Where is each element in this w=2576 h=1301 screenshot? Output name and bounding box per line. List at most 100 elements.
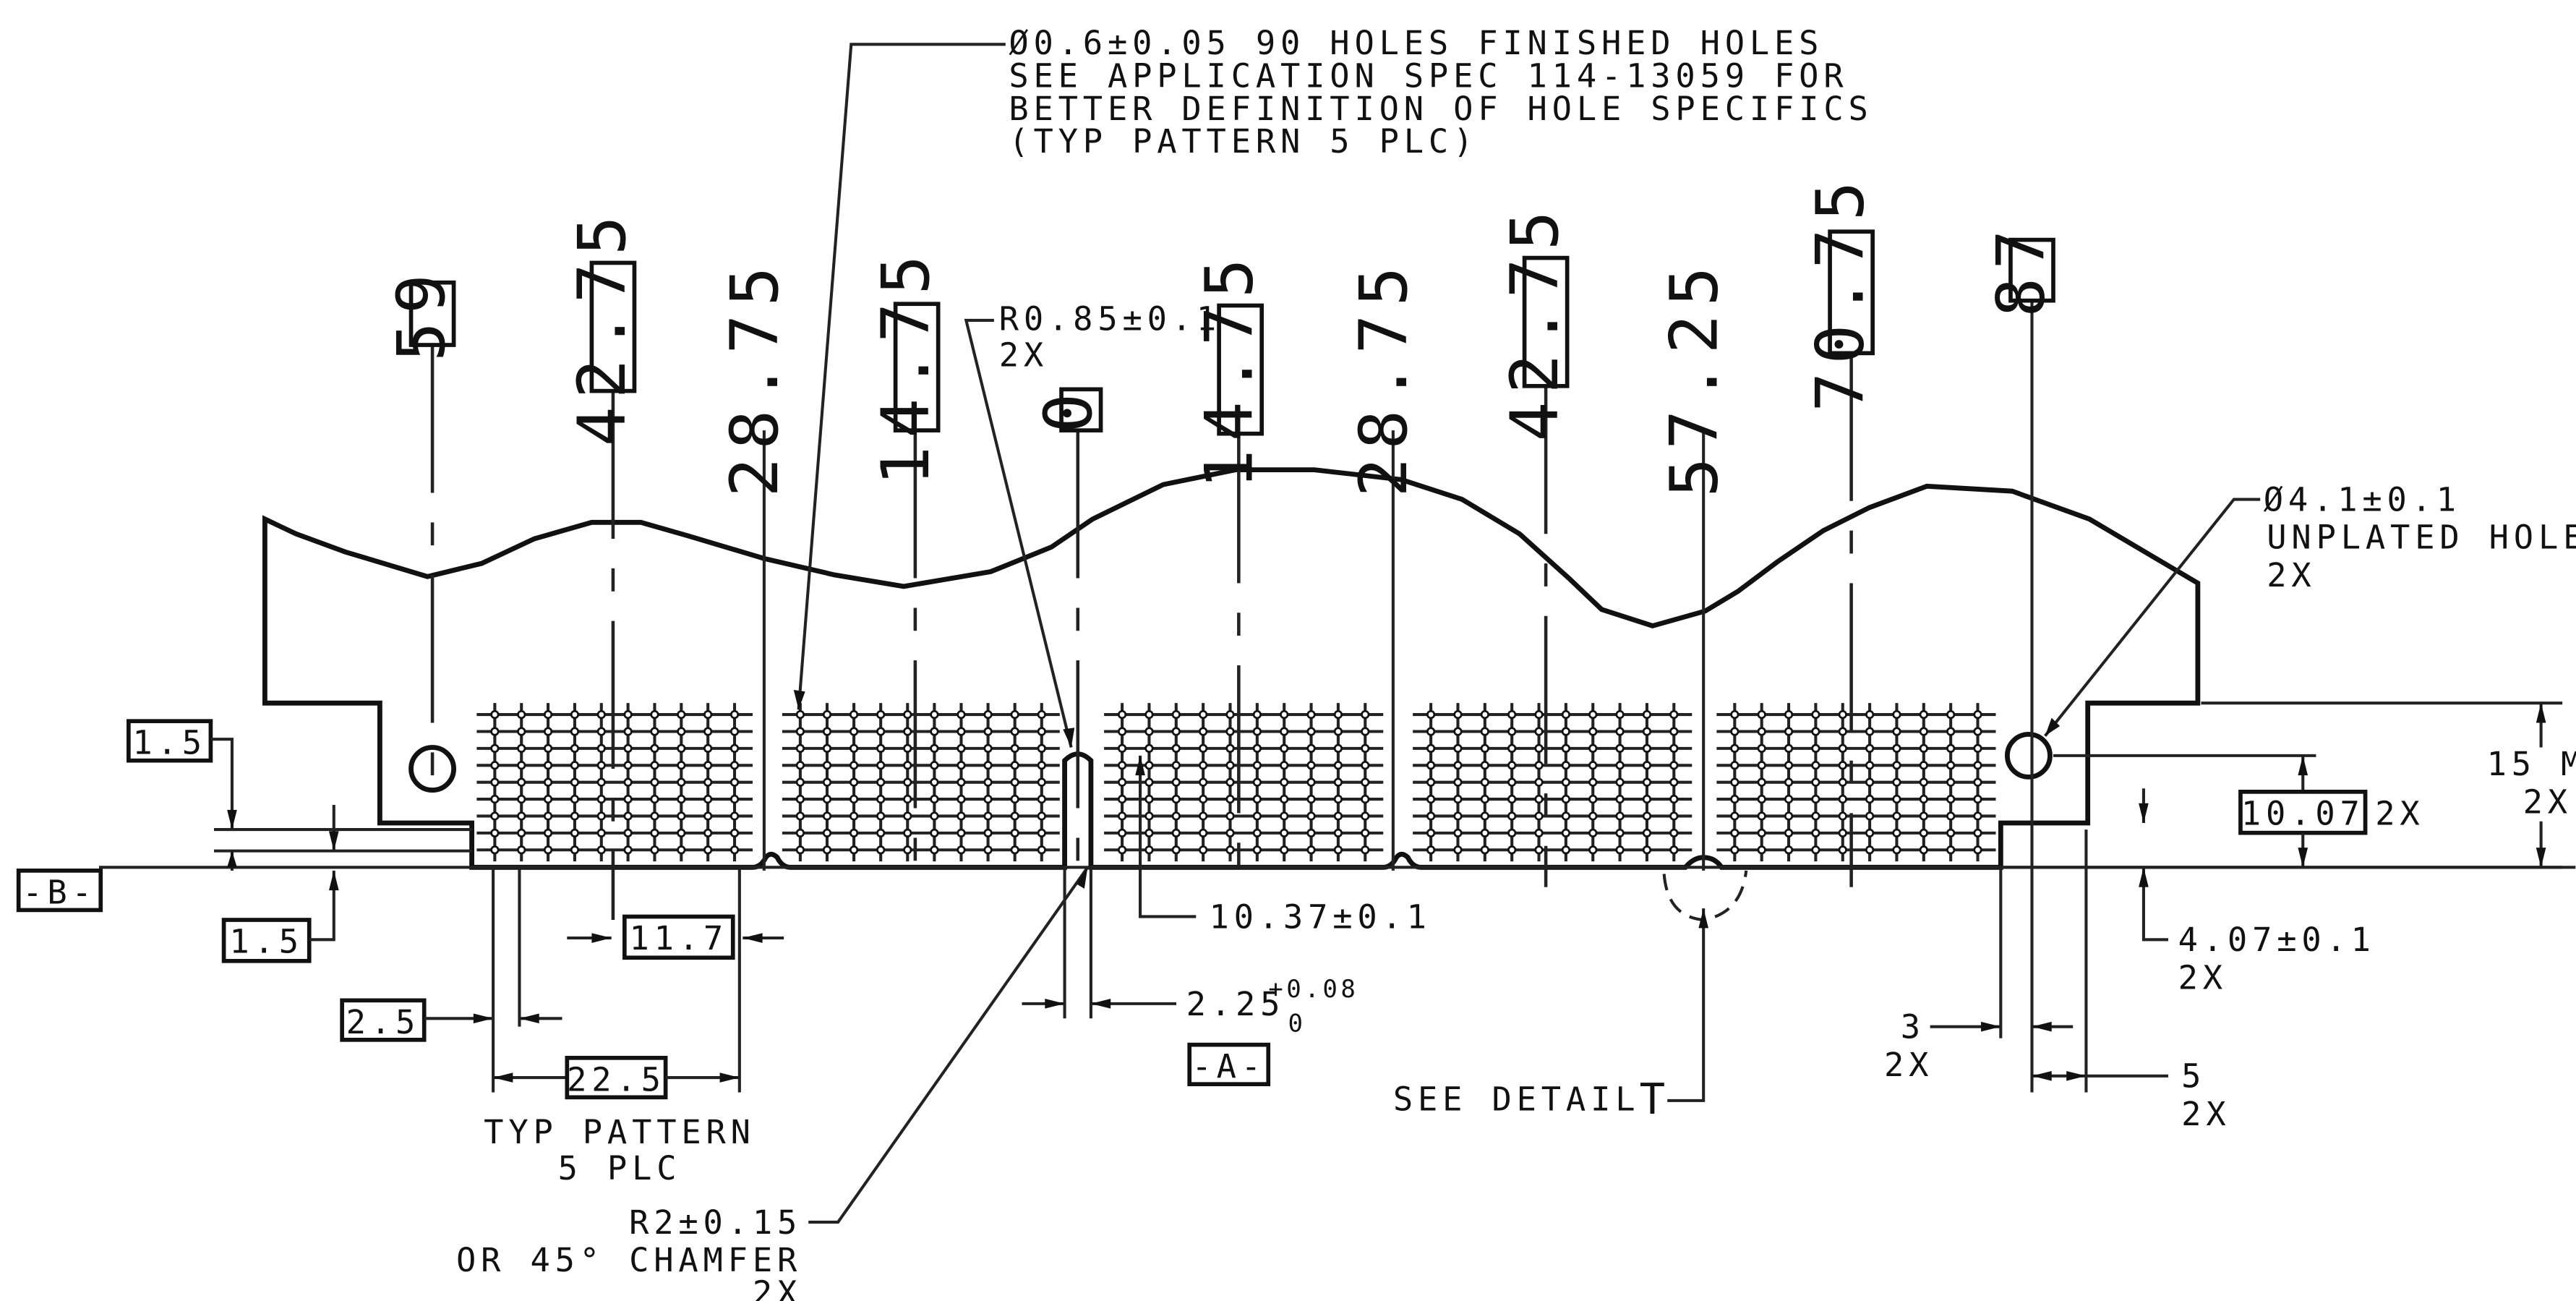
plated-hole [623,761,633,770]
plated-hole [490,743,500,754]
position-label-28-75-right: 28.75 [1346,258,1422,497]
plated-hole [1199,811,1208,821]
plated-hole [1757,828,1766,837]
plated-hole [983,845,993,855]
plated-hole [1669,794,1679,804]
svg-text:Ø0.6±0.05 90 HOLES FINISHED HO: Ø0.6±0.05 90 HOLES FINISHED HOLES [1009,24,1823,62]
plated-hole [930,743,939,754]
plated-hole [1615,828,1625,837]
unplated-hole-callout: Ø4.1±0.1 UNPLATED HOLE 2X [2044,480,2576,737]
plated-hole [1306,761,1316,770]
plated-hole [795,761,805,770]
plated-hole [1642,727,1652,736]
plated-hole [1615,761,1625,770]
plated-hole [517,811,526,821]
plated-hole [822,777,832,787]
plated-hole [876,828,886,837]
plated-hole [1280,845,1289,855]
plated-hole [1361,828,1370,837]
plated-hole [1480,761,1489,770]
plated-hole [677,828,686,837]
plated-hole [1117,727,1127,736]
plated-hole [1561,828,1571,837]
plated-hole [1171,777,1181,787]
plated-hole [876,743,886,754]
svg-text:42.75: 42.75 [1497,202,1573,441]
plated-hole [1946,761,1956,770]
plated-hole [1892,743,1901,754]
plated-hole [876,794,886,804]
plated-hole [1010,709,1019,720]
plated-hole [543,709,553,720]
plated-hole [1171,761,1181,770]
plated-hole [930,828,939,837]
plated-hole [1480,727,1489,736]
plated-hole [543,761,553,770]
plated-hole [1171,727,1181,736]
plated-hole [1919,761,1928,770]
plated-hole [650,794,659,804]
plated-hole [1892,761,1901,770]
plated-hole [650,743,659,754]
plated-hole [1838,727,1847,736]
plated-hole [1838,811,1847,821]
plated-hole [1642,709,1652,720]
plated-hole [957,845,966,855]
plated-hole [1117,743,1127,754]
plated-hole [1144,811,1154,821]
plated-hole [650,727,659,736]
plated-hole [1037,845,1046,855]
plated-hole [1453,777,1463,787]
plated-hole [1811,794,1820,804]
plated-hole [1838,828,1847,837]
plated-hole [1144,743,1154,754]
plated-hole [1037,828,1046,837]
plated-hole [1534,727,1544,736]
detail-letter: T [1640,1074,1666,1124]
plated-hole [1333,709,1343,720]
dim-2-25: 2.25 +0.08 0 [1022,867,1356,1038]
plated-hole [983,709,993,720]
plated-hole [1892,811,1901,821]
position-label-14-75-left: 14.75 [868,247,944,485]
plated-hole [650,828,659,837]
hole-block-3 [1104,703,1384,862]
plated-hole [1838,709,1847,720]
plated-hole [1784,794,1794,804]
position-label-28-75-left: 28.75 [717,258,793,497]
plated-hole [623,845,633,855]
plated-hole [1225,811,1235,821]
plated-hole [983,743,993,754]
plated-hole [1361,811,1370,821]
plated-hole [1534,743,1544,754]
plated-hole [517,727,526,736]
plated-hole [822,743,832,754]
plated-hole [1144,761,1154,770]
plated-hole [1453,727,1463,736]
chamfer-callout: R2±0.15 OR 45° CHAMFER 2X [456,866,1090,1301]
svg-text:10.37±0.1: 10.37±0.1 [1209,897,1431,936]
plated-hole [1199,709,1208,720]
plated-hole [1361,761,1370,770]
plated-hole [1757,811,1766,821]
plated-hole [1010,761,1019,770]
plated-hole [930,709,939,720]
plated-hole [1199,845,1208,855]
plated-hole [1199,743,1208,754]
plated-hole [1642,777,1652,787]
position-label-0: 0 [1031,385,1107,433]
plated-hole [1919,845,1928,855]
plated-hole [677,743,686,754]
plated-hole [1252,794,1262,804]
svg-text:3: 3 [1901,1008,1925,1046]
plated-hole [1117,777,1127,787]
plated-hole [822,811,832,821]
plated-hole [876,761,886,770]
svg-text:OR 45° CHAMFER: OR 45° CHAMFER [456,1241,802,1279]
plated-hole [490,794,500,804]
plated-hole [1306,727,1316,736]
plated-hole [1919,794,1928,804]
plated-hole [677,727,686,736]
plated-hole [930,811,939,821]
plated-hole [1037,761,1046,770]
